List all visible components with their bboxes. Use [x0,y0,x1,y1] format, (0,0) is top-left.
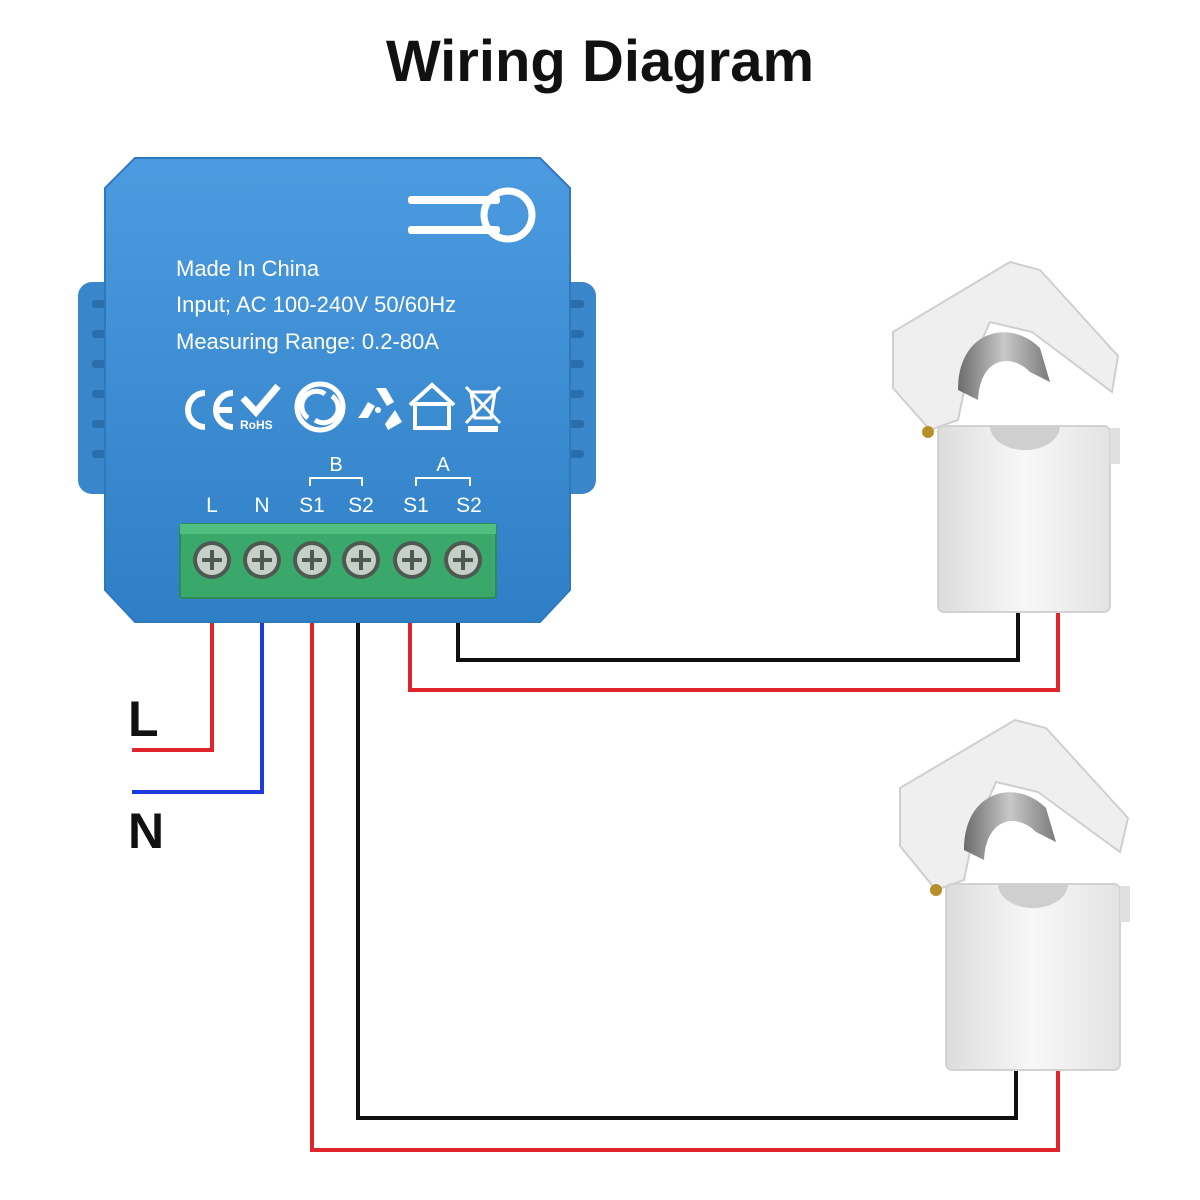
screw-terminal-a-s2 [444,541,482,579]
wire-n-input [132,622,264,794]
terminal-label-n: N [254,494,270,517]
screw-terminal-n [243,541,281,579]
ce-mark-icon [185,390,234,430]
terminal-label-a-s1: S1 [403,494,429,517]
house-icon [408,382,456,430]
green-dot-icon [294,381,346,433]
wire-l-input [132,622,214,752]
device-label-range: Measuring Range: 0.2-80A [176,329,439,354]
group-a-bracket [415,477,471,486]
screw-terminal-b-s2 [342,541,380,579]
current-clamp-b [899,718,1130,1071]
screw-terminal-b-s1 [293,541,331,579]
energy-meter-module [78,157,596,623]
screw-terminal-l [193,541,231,579]
group-b-bracket [309,477,363,486]
terminal-label-a-s2: S2 [456,494,482,517]
rohs-text: RoHS [240,418,273,432]
device-label-input: Input; AC 100-240V 50/60Hz [176,292,457,317]
terminal-label-b-s2: S2 [348,494,374,517]
wire-b-s1 [310,622,1060,1152]
wires [132,612,1060,1152]
current-clamp-a [892,260,1120,613]
rohs-check-icon [240,383,281,418]
weee-bin-icon [464,385,502,432]
group-a-label: A [436,454,450,476]
terminal-label-l: L [206,494,218,517]
page-title: Wiring Diagram [385,29,815,94]
device-label-origin: Made In China [176,256,320,281]
wire-a-s2 [456,612,1020,662]
screw-terminal-a-s1 [393,541,431,579]
mains-line-label: L [128,691,159,747]
recycle-icon [358,388,402,430]
wire-a-s1 [408,612,1060,692]
group-b-label: B [329,454,343,476]
terminal-label-b-s1: S1 [299,494,325,517]
mains-neutral-label: N [128,803,165,859]
wire-b-s2 [356,622,1018,1120]
reset-button-icon[interactable] [408,187,536,243]
terminal-screws[interactable] [193,541,482,579]
